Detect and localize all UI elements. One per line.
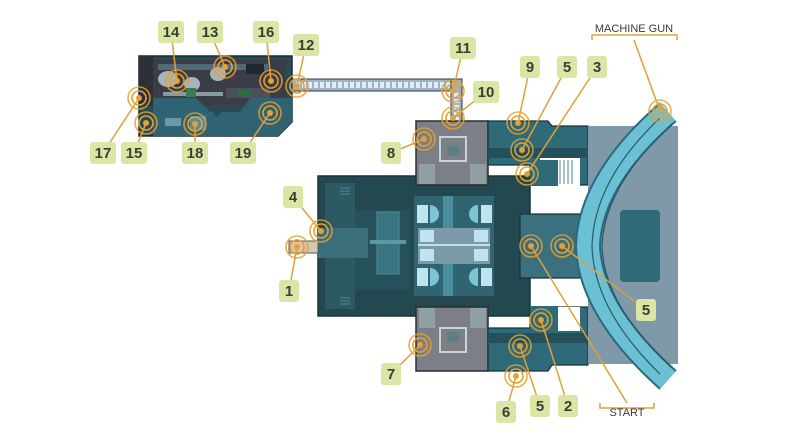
badge-label-8: 8 (387, 145, 395, 162)
badge-label-7: 7 (387, 366, 395, 383)
marker-17[interactable] (127, 86, 151, 110)
badge-10[interactable]: 10 (473, 81, 499, 103)
marker-9[interactable] (506, 111, 530, 135)
badge-label-5a: 5 (563, 59, 571, 76)
marker-2[interactable] (529, 308, 553, 332)
marker-13[interactable] (213, 55, 237, 79)
marker-19[interactable] (258, 101, 282, 125)
badge-16[interactable]: 16 (253, 21, 279, 43)
leader-mg (633, 39, 661, 112)
badge-label-13: 13 (202, 24, 219, 41)
badge-label-5b: 5 (642, 302, 650, 319)
leader-2 (540, 319, 569, 407)
badge-label-16: 16 (258, 24, 275, 41)
machine-gun-rail (574, 102, 677, 390)
badge-18[interactable]: 18 (182, 142, 208, 164)
badge-9[interactable]: 9 (520, 56, 540, 78)
marker-4[interactable] (309, 219, 333, 243)
badge-label-19: 19 (235, 145, 252, 162)
marker-15[interactable] (134, 111, 158, 135)
marker-5a[interactable] (510, 138, 534, 162)
badge-15[interactable]: 15 (121, 142, 147, 164)
leader-3 (526, 66, 598, 175)
marker-mg[interactable] (648, 99, 672, 123)
marker-10[interactable] (441, 106, 465, 130)
badge-19[interactable]: 19 (230, 142, 256, 164)
badge-label-14: 14 (163, 24, 180, 41)
badge-label-17: 17 (95, 145, 112, 162)
marker-16[interactable] (259, 69, 283, 93)
marker-14[interactable] (165, 69, 189, 93)
badge-label-18: 18 (187, 145, 204, 162)
badge-5c[interactable]: 5 (530, 395, 550, 417)
leader-start (530, 245, 628, 404)
marker-6[interactable] (504, 364, 528, 388)
marker-8[interactable] (412, 127, 436, 151)
badge-14[interactable]: 14 (158, 21, 184, 43)
badge-label-4: 4 (289, 189, 298, 206)
marker-7[interactable] (408, 333, 432, 357)
badge-2[interactable]: 2 (558, 395, 578, 417)
badge-label-6: 6 (502, 404, 510, 421)
badge-label-10: 10 (478, 84, 495, 101)
badge-7[interactable]: 7 (381, 363, 401, 385)
badge-label-9: 9 (526, 59, 534, 76)
marker-start[interactable] (519, 234, 543, 258)
badge-label-12: 12 (298, 37, 315, 54)
badge-label-15: 15 (126, 145, 143, 162)
badge-5b[interactable]: 5 (636, 299, 656, 321)
leader-5a (521, 66, 568, 151)
badge-8[interactable]: 8 (381, 142, 401, 164)
marker-5b[interactable] (550, 234, 574, 258)
leader-5b (561, 245, 647, 311)
callout-brackets (591, 34, 678, 409)
start-label: START (609, 407, 644, 419)
badge-label-2: 2 (564, 398, 572, 415)
machine-gun-label: MACHINE GUN (595, 23, 673, 35)
marker-5c[interactable] (508, 334, 532, 358)
badge-label-3: 3 (593, 59, 601, 76)
badge-13[interactable]: 13 (197, 21, 223, 43)
badge-3[interactable]: 3 (587, 56, 607, 78)
marker-1[interactable] (285, 235, 309, 259)
badge-12[interactable]: 12 (293, 34, 319, 56)
badge-label-1: 1 (285, 283, 293, 300)
badge-6[interactable]: 6 (496, 401, 516, 423)
bridge-walkway (291, 78, 463, 122)
badge-11[interactable]: 11 (450, 37, 476, 59)
marker-18[interactable] (183, 112, 207, 136)
marker-12[interactable] (285, 74, 309, 98)
badge-5a[interactable]: 5 (557, 56, 577, 78)
badge-4[interactable]: 4 (283, 186, 303, 208)
marker-3[interactable] (515, 162, 539, 186)
marker-11[interactable] (441, 79, 465, 103)
badge-1[interactable]: 1 (279, 280, 299, 302)
badge-label-11: 11 (455, 40, 471, 57)
markers (127, 55, 672, 388)
badge-17[interactable]: 17 (90, 142, 116, 164)
badge-label-5c: 5 (536, 398, 544, 415)
